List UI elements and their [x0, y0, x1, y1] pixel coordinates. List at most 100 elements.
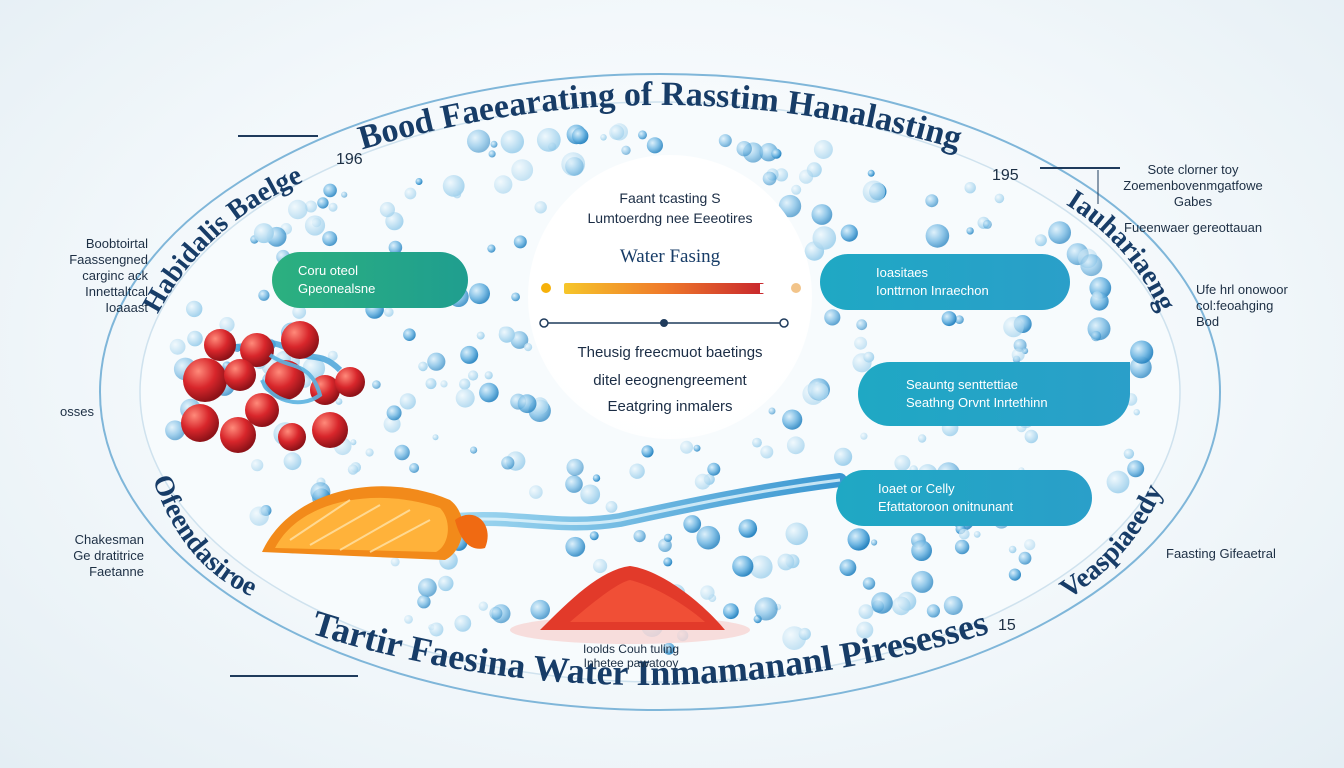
bubble: [469, 283, 490, 305]
outer-ring: [99, 73, 1221, 711]
bubble: [592, 474, 601, 482]
right-label-line: Gabes: [1173, 194, 1213, 209]
bubble: [187, 330, 203, 347]
bottom-caption-line: Inhetee pawatooy: [583, 656, 679, 670]
bubble: [335, 398, 343, 405]
center-caption-3: Eeatgring inmalers: [607, 398, 733, 415]
bubble: [1003, 316, 1024, 338]
bubble: [429, 622, 444, 637]
bubble: [638, 130, 647, 140]
bubble: [253, 223, 274, 244]
bubble: [994, 193, 1005, 204]
bubble: [1127, 460, 1145, 478]
bubble: [304, 215, 326, 236]
title-top: Bood Faeearating of Rasstim Hanalasting: [354, 76, 966, 157]
bottom-caption: Ioolds Couh tuling Inhetee pawatooy: [556, 642, 706, 670]
bubble: [1024, 429, 1039, 444]
center-panel: [528, 155, 812, 439]
bubble: [478, 601, 488, 611]
bubble: [186, 300, 203, 318]
bubble: [1080, 254, 1103, 277]
bubble: [862, 577, 876, 590]
bubble: [943, 596, 963, 615]
bubble: [871, 592, 893, 614]
left-label-middle: osses: [60, 404, 94, 419]
bubble: [427, 352, 446, 371]
bubble: [736, 141, 752, 157]
bubble: [917, 434, 927, 443]
bubble: [476, 331, 485, 340]
number-top-left: 196: [336, 151, 363, 168]
pill-line: Seauntg senttettiae: [906, 377, 1019, 392]
bubble: [454, 615, 472, 632]
bubble: [774, 168, 789, 182]
bubble: [328, 202, 338, 212]
bubble: [966, 227, 974, 235]
bubble: [973, 531, 981, 538]
bubble: [683, 515, 702, 533]
left-label-top: Boobtoirtal Faassengned carginc ack Inne…: [40, 236, 148, 316]
right-label-line: col:feoahging: [1196, 298, 1274, 313]
bubble: [600, 134, 607, 141]
bubble: [580, 484, 601, 505]
center-caption-2: ditel eeognengreement: [593, 372, 747, 389]
bubble: [399, 393, 416, 410]
right-label-line: Ufe hrl onowoor: [1196, 282, 1288, 297]
bubble: [847, 528, 870, 551]
bubble: [723, 603, 739, 620]
left-label-line: carginc ack: [82, 268, 148, 283]
bubble: [856, 319, 868, 331]
right-label-line: Sote clorner toy: [1147, 162, 1239, 177]
bubble: [732, 555, 754, 577]
bubble: [762, 171, 777, 186]
red-powder-illustration: [510, 566, 750, 644]
bubble: [438, 575, 454, 592]
bubble: [925, 194, 939, 208]
bubble: [863, 351, 875, 363]
left-label-line: Faassengned: [69, 252, 148, 267]
bubble: [813, 140, 833, 159]
bubble: [854, 336, 868, 350]
bubble: [663, 533, 673, 542]
bubble: [812, 226, 837, 250]
bubble: [694, 473, 711, 490]
pill-line: Ioasitaes: [876, 265, 929, 280]
bubble: [572, 127, 589, 145]
bubble: [663, 642, 675, 655]
left-label-line: Ge dratitrice: [73, 548, 144, 563]
pill-teal-top: Ioasitaes Ionttrnon Inraechon: [820, 254, 1070, 310]
bubble: [862, 180, 886, 203]
bubble: [707, 462, 721, 476]
berries-illustration: [181, 321, 365, 453]
bubble: [488, 150, 496, 158]
bubble: [680, 440, 694, 454]
bubble: [511, 292, 520, 302]
bubble: [589, 531, 599, 541]
bubble: [501, 456, 515, 470]
bubble: [165, 420, 185, 441]
bubble: [752, 437, 762, 448]
bubble: [593, 558, 608, 574]
bubble: [317, 197, 329, 209]
bubble: [534, 201, 547, 214]
bubble: [415, 178, 423, 185]
pill-teal-middle: Seauntg senttettiae Seathng Orvnt Inrtet…: [858, 362, 1130, 426]
left-label-line: Boobtoirtal: [85, 236, 148, 251]
bubble: [386, 405, 402, 421]
bubble: [489, 606, 503, 620]
bubble: [388, 240, 403, 255]
right-label-bottom: Faasting Gifeaetral: [1166, 546, 1276, 561]
bubble: [892, 596, 911, 616]
bubble: [249, 506, 269, 526]
bubble: [754, 597, 778, 621]
bubble: [646, 137, 664, 154]
bubble: [323, 183, 337, 198]
bubble: [425, 378, 437, 390]
bubble: [856, 621, 874, 639]
bubble: [1024, 539, 1036, 551]
bubble: [561, 152, 586, 177]
bubble: [511, 159, 534, 182]
bubble: [860, 432, 868, 440]
